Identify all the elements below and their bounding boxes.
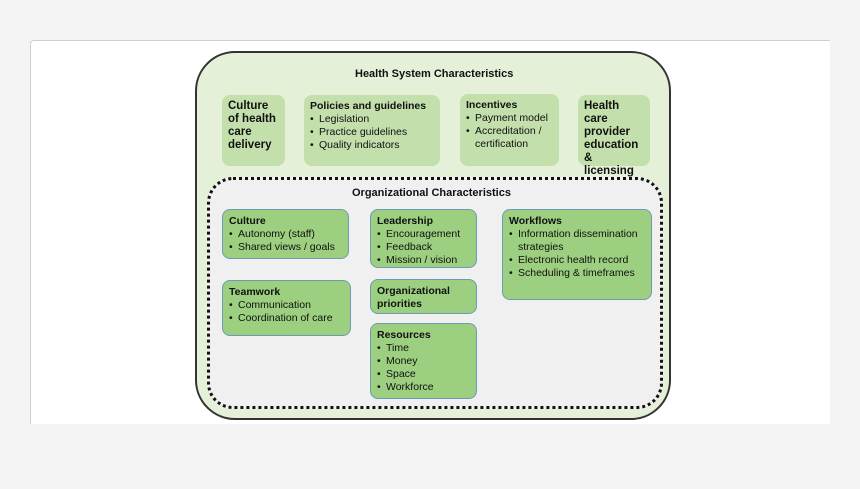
hs-box-incentives-list: Payment modelAccreditation /certificatio… — [466, 112, 553, 151]
bullet-item: Encouragement — [377, 228, 470, 241]
hs-box-policies-heading: Policies and guidelines — [310, 100, 427, 112]
org-box-teamwork-heading: Teamwork — [229, 286, 281, 298]
bullet-item: Scheduling & timeframes — [509, 267, 645, 280]
bullet-item: Autonomy (staff) — [229, 228, 342, 241]
bullet-item: Accreditation /certification — [466, 125, 553, 151]
organizational-title: Organizational Characteristics — [352, 187, 511, 199]
bullet-item: Quality indicators — [310, 139, 434, 152]
bullet-item: Communication — [229, 299, 344, 312]
org-box-leadership-heading: Leadership — [377, 215, 434, 227]
org-box-culture-heading: Culture — [229, 215, 266, 227]
org-box-workflows: Workflows Information disseminationstrat… — [502, 209, 652, 300]
org-box-culture: Culture Autonomy (staff)Shared views / g… — [222, 209, 349, 259]
hs-box-incentives-heading: Incentives — [466, 99, 518, 111]
org-box-culture-list: Autonomy (staff)Shared views / goals — [229, 228, 342, 254]
bullet-item: Feedback — [377, 241, 470, 254]
org-box-workflows-heading: Workflows — [509, 215, 562, 227]
org-box-resources-list: TimeMoneySpaceWorkforce — [377, 342, 470, 394]
bullet-item: Shared views / goals — [229, 241, 342, 254]
hs-box-policies-list: LegislationPractice guidelinesQuality in… — [310, 113, 434, 152]
hs-box-incentives: Incentives Payment modelAccreditation /c… — [460, 94, 559, 166]
bullet-item: Legislation — [310, 113, 434, 126]
org-box-leadership: Leadership EncouragementFeedbackMission … — [370, 209, 477, 268]
bullet-item: Space — [377, 368, 470, 381]
health-system-title: Health System Characteristics — [355, 68, 514, 80]
bullet-item: Practice guidelines — [310, 126, 434, 139]
bullet-item: Coordination of care — [229, 312, 344, 325]
hs-box-policies: Policies and guidelines LegislationPract… — [304, 95, 440, 166]
bullet-item: Money — [377, 355, 470, 368]
bullet-item: Mission / vision — [377, 254, 470, 267]
org-box-resources-heading: Resources — [377, 329, 431, 341]
bullet-item: Workforce — [377, 381, 470, 394]
org-box-teamwork: Teamwork CommunicationCoordination of ca… — [222, 280, 351, 336]
bullet-item: Payment model — [466, 112, 553, 125]
org-box-leadership-list: EncouragementFeedbackMission / vision — [377, 228, 470, 267]
org-box-resources: Resources TimeMoneySpaceWorkforce — [370, 323, 477, 399]
bullet-item: Electronic health record — [509, 254, 645, 267]
org-box-teamwork-list: CommunicationCoordination of care — [229, 299, 344, 325]
org-box-workflows-list: Information disseminationstrategiesElect… — [509, 228, 645, 280]
bullet-item: Time — [377, 342, 470, 355]
